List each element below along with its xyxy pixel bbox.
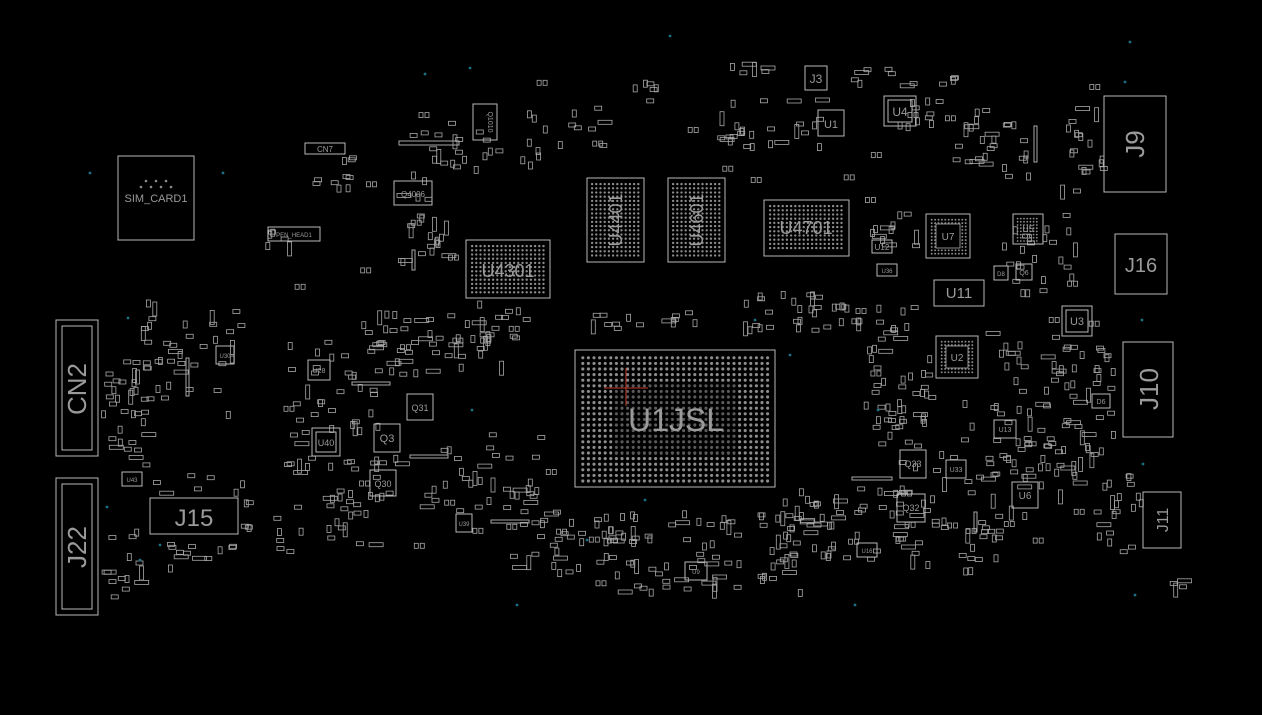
chip-u28[interactable]: U28 (307, 359, 331, 381)
chip-u1[interactable]: U1 (817, 109, 845, 137)
j16-label: J16 (1125, 255, 1157, 277)
u9-label: U9 (692, 570, 700, 576)
transistor-q1010[interactable]: Q1010 (472, 103, 498, 141)
transistor-q30[interactable]: Q30 (369, 469, 397, 497)
j15-label: J15 (175, 505, 214, 532)
u3-label: U3 (1070, 316, 1084, 328)
chip-u6[interactable]: U6 (1011, 481, 1039, 509)
u4601-label: U4601 (687, 193, 707, 246)
q30-label: Q30 (374, 479, 391, 489)
u28-label: U28 (313, 368, 326, 375)
u11-label: U11 (946, 285, 972, 302)
u5-label: U5 (1022, 224, 1034, 234)
q33-label: Q33 (904, 459, 921, 469)
cpu-u1jsl[interactable]: U1JSL (574, 349, 776, 488)
connector-cn2[interactable]: CN2 (55, 319, 99, 457)
chip-u43[interactable]: U43 (121, 471, 143, 487)
chip-u40[interactable]: U40 (311, 427, 341, 457)
u7-label: U7 (942, 232, 955, 243)
transistor-q4006[interactable]: Q4006 (393, 180, 433, 206)
sim-card-socket[interactable]: SIM_CARD1 (117, 155, 195, 241)
chip-u4701[interactable]: U4701 (763, 199, 850, 257)
chip-u36[interactable]: U36 (876, 263, 898, 277)
q6-label: Q6 (1019, 270, 1028, 277)
u4401-label: U4401 (606, 193, 626, 246)
q3-label: Q3 (380, 433, 395, 445)
chip-u33[interactable]: U33 (945, 459, 967, 479)
j22-label: J22 (62, 526, 92, 568)
chip-u9[interactable]: U9 (684, 561, 708, 581)
chip-u4601[interactable]: U4601 (667, 177, 726, 263)
d6-label: D6 (1097, 399, 1106, 406)
q1010-label: Q1010 (486, 111, 493, 132)
transistor-q31[interactable]: Q31 (406, 393, 434, 421)
u4-label: U4 (892, 105, 908, 119)
transistor-q6[interactable]: Q6 (1015, 263, 1033, 281)
chip-u12[interactable]: U12 (871, 239, 893, 254)
u1jsl-label: U1JSL (628, 402, 724, 438)
transistor-q33[interactable]: Q33 (899, 449, 927, 479)
sim-card-label: SIM_CARD1 (125, 193, 188, 205)
j10-label: J10 (1134, 368, 1164, 410)
q32-label: Q32 (902, 503, 919, 513)
trace-segments (185, 125, 1038, 533)
u39-label: U39 (458, 522, 470, 528)
u36-label: U36 (881, 269, 893, 275)
connector-j22[interactable]: J22 (55, 477, 99, 616)
connector-j15[interactable]: J15 (149, 497, 239, 535)
pen-head-label: PEN_HEAD1 (276, 233, 312, 239)
j3-label: J3 (810, 72, 823, 86)
chip-u7[interactable]: U7 (925, 213, 971, 259)
chip-u4[interactable]: U4 (883, 95, 917, 127)
u4301-label: U4301 (481, 261, 534, 281)
diode-d6[interactable]: D6 (1091, 393, 1111, 409)
connector-j9[interactable]: J9 (1103, 95, 1167, 193)
q4006-label: Q4006 (401, 190, 426, 199)
chip-u11[interactable]: U11 (933, 279, 985, 307)
d8-label: D8 (997, 272, 1005, 278)
chip-u30[interactable]: U30 (215, 345, 235, 365)
cn7-label: CN7 (317, 145, 334, 154)
u40-label: U40 (318, 438, 335, 448)
u2-label: U2 (951, 353, 964, 364)
u30-label: U30 (219, 354, 231, 360)
passive-components (101, 61, 1192, 600)
chip-u4401[interactable]: U4401 (586, 177, 645, 263)
chip-u3[interactable]: U3 (1061, 305, 1093, 337)
connector-j16[interactable]: J16 (1114, 233, 1168, 295)
connector-j10[interactable]: J10 (1122, 341, 1174, 438)
cn2-label: CN2 (62, 363, 92, 415)
u4701-label: U4701 (779, 218, 832, 238)
via-holes (88, 34, 1145, 607)
u12-label: U12 (875, 243, 890, 252)
pen-header[interactable]: PEN_HEAD1 (267, 226, 321, 242)
chip-u16[interactable]: U16 (856, 542, 878, 558)
u43-label: U43 (126, 478, 138, 484)
chip-u4301[interactable]: U4301 (465, 239, 551, 299)
j9-label: J9 (1120, 130, 1150, 157)
chip-u13[interactable]: U13 (993, 419, 1017, 439)
u16-label: U16 (861, 549, 873, 555)
u13-label: U13 (999, 427, 1012, 434)
connector-j11[interactable]: J11 (1142, 491, 1182, 549)
connector-j3[interactable]: J3 (804, 65, 828, 91)
chip-u39[interactable]: U39 (455, 513, 473, 533)
chip-u2[interactable]: U2 (935, 335, 979, 379)
u33-label: U33 (950, 467, 963, 474)
cursor-crosshair (604, 368, 648, 406)
u6-label: U6 (1019, 491, 1032, 502)
chip-u5[interactable]: U5 (1012, 213, 1044, 245)
connector-cn7[interactable]: CN7 (304, 142, 346, 155)
j11-label: J11 (1155, 508, 1172, 533)
diode-d8[interactable]: D8 (993, 265, 1009, 281)
transistor-q32[interactable]: Q32 (896, 493, 926, 523)
u1-label: U1 (824, 119, 838, 131)
transistor-q3[interactable]: Q3 (373, 423, 401, 453)
q31-label: Q31 (411, 403, 428, 413)
